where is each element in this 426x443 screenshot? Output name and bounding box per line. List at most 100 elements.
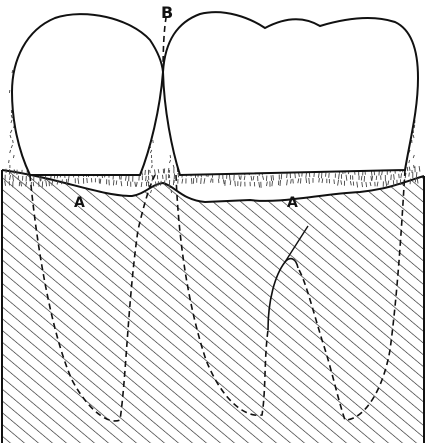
gingival-fiber-stroke <box>201 178 202 184</box>
gingival-fiber-stroke <box>135 182 136 187</box>
gingival-fiber-stroke <box>78 178 79 184</box>
gingival-fiber-stroke <box>223 180 224 185</box>
gingival-fiber-stroke <box>413 135 414 138</box>
gingival-fiber-stroke <box>341 180 342 184</box>
gingival-fiber-stroke <box>163 175 164 179</box>
gingival-fiber-stroke <box>148 180 149 183</box>
gingival-fiber-stroke <box>361 176 362 181</box>
gingival-fiber-stroke <box>168 168 169 173</box>
gingival-fiber-stroke <box>281 174 282 179</box>
gingival-fiber-stroke <box>287 174 288 178</box>
gingival-fiber-stroke <box>235 181 236 187</box>
gingival-fiber-stroke <box>280 180 281 186</box>
gingival-fiber-stroke <box>204 178 205 184</box>
gingival-fiber-stroke <box>136 182 137 187</box>
gingival-fiber-stroke <box>394 174 395 180</box>
gingival-fiber-stroke <box>158 169 159 173</box>
gingival-fiber-stroke <box>366 182 367 187</box>
gingival-fiber-stroke <box>318 172 319 178</box>
gingival-fiber-stroke <box>293 179 294 184</box>
gingival-fiber-stroke <box>273 175 274 180</box>
gingival-fiber-stroke <box>173 165 174 168</box>
gingival-fiber-stroke <box>150 150 152 153</box>
label-a-right: A <box>287 195 298 211</box>
gingival-fiber-stroke <box>178 173 179 177</box>
gingival-fiber-stroke <box>346 175 347 181</box>
gingival-fiber-stroke <box>306 178 307 183</box>
gingival-fiber-stroke <box>326 173 327 177</box>
gingival-fiber-stroke <box>10 150 11 153</box>
gingival-fiber-stroke <box>251 176 252 181</box>
gingival-fiber-stroke <box>386 181 387 186</box>
gingival-fiber-stroke <box>121 181 122 186</box>
gingival-fiber-stroke <box>364 176 365 182</box>
gingival-fiber-stroke <box>211 178 212 182</box>
gingival-fiber-stroke <box>13 155 14 158</box>
gingival-fiber-stroke <box>319 178 320 182</box>
gingival-fiber-stroke <box>150 170 151 173</box>
gingival-fiber-stroke <box>322 178 323 183</box>
gingival-fiber-stroke <box>419 166 420 172</box>
gingival-fiber-stroke <box>309 178 310 184</box>
gingival-fiber-stroke <box>42 181 43 187</box>
gingival-fiber-stroke <box>338 180 339 186</box>
gingival-fiber-stroke <box>164 168 165 173</box>
tooth-crowns <box>12 12 418 175</box>
gingival-fiber-stroke <box>370 182 371 186</box>
gingival-fiber-stroke <box>11 115 12 118</box>
gingival-fiber-stroke <box>155 170 156 176</box>
label-a-left: A <box>74 195 85 211</box>
gingival-fiber-stroke <box>13 140 14 143</box>
gingival-fiber-stroke <box>182 179 183 184</box>
gingival-fiber-stroke <box>169 170 170 173</box>
left-crown-outline <box>12 14 163 175</box>
gingival-fiber-stroke <box>391 175 392 181</box>
gingival-fiber-stroke <box>409 173 410 177</box>
gingival-fiber-stroke <box>399 174 400 178</box>
gingival-fiber-stroke <box>12 70 13 73</box>
gingival-fiber-stroke <box>11 120 12 123</box>
gingival-fiber-stroke <box>329 173 330 178</box>
gingival-fiber-stroke <box>259 182 260 187</box>
gingival-fiber-stroke <box>33 182 34 186</box>
gingival-fiber-stroke <box>291 179 292 183</box>
gingival-fiber-stroke <box>413 155 414 158</box>
gingival-fiber-stroke <box>357 182 358 188</box>
gingival-fiber-stroke <box>126 175 127 180</box>
gingival-fiber-stroke <box>388 181 389 185</box>
gingival-fiber-stroke <box>152 165 153 168</box>
gingival-fiber-stroke <box>10 130 12 133</box>
gingival-fiber-stroke <box>244 176 245 180</box>
gingival-fiber-stroke <box>230 180 231 185</box>
bone-hatched-region <box>0 160 426 443</box>
gingival-fiber-stroke <box>409 167 410 171</box>
gingival-fiber-stroke <box>416 172 417 177</box>
gingival-fiber-stroke <box>414 165 415 168</box>
gingival-fiber-stroke <box>362 182 363 187</box>
gingival-fiber-stroke <box>145 170 146 175</box>
gingival-fiber-stroke <box>241 176 242 180</box>
gingival-fiber-stroke <box>287 180 288 186</box>
gingival-fiber-stroke <box>191 178 192 184</box>
gingival-fiber-stroke <box>11 145 12 148</box>
gingival-fiber-stroke <box>339 174 340 179</box>
gingival-fiber-stroke <box>263 176 264 180</box>
gingival-fiber-stroke <box>68 179 69 183</box>
gingival-fiber-stroke <box>334 179 335 184</box>
gingival-fiber-stroke <box>271 175 272 181</box>
gingival-fiber-stroke <box>116 181 117 185</box>
gingival-fiber-stroke <box>272 181 273 186</box>
gingival-fiber-stroke <box>409 160 410 163</box>
gingival-fiber-stroke <box>372 176 373 181</box>
gingival-fiber-stroke <box>152 175 153 178</box>
gingival-fiber-stroke <box>14 170 15 173</box>
label-b: B <box>161 3 173 22</box>
gingival-fiber-stroke <box>371 176 372 180</box>
gingival-fiber-stroke <box>146 176 147 181</box>
gingival-fiber-stroke <box>253 176 254 180</box>
gingival-fiber-stroke <box>141 182 142 187</box>
gingival-fiber-stroke <box>267 182 268 186</box>
gingival-fiber-stroke <box>239 175 240 179</box>
gingival-fiber-stroke <box>298 179 299 184</box>
